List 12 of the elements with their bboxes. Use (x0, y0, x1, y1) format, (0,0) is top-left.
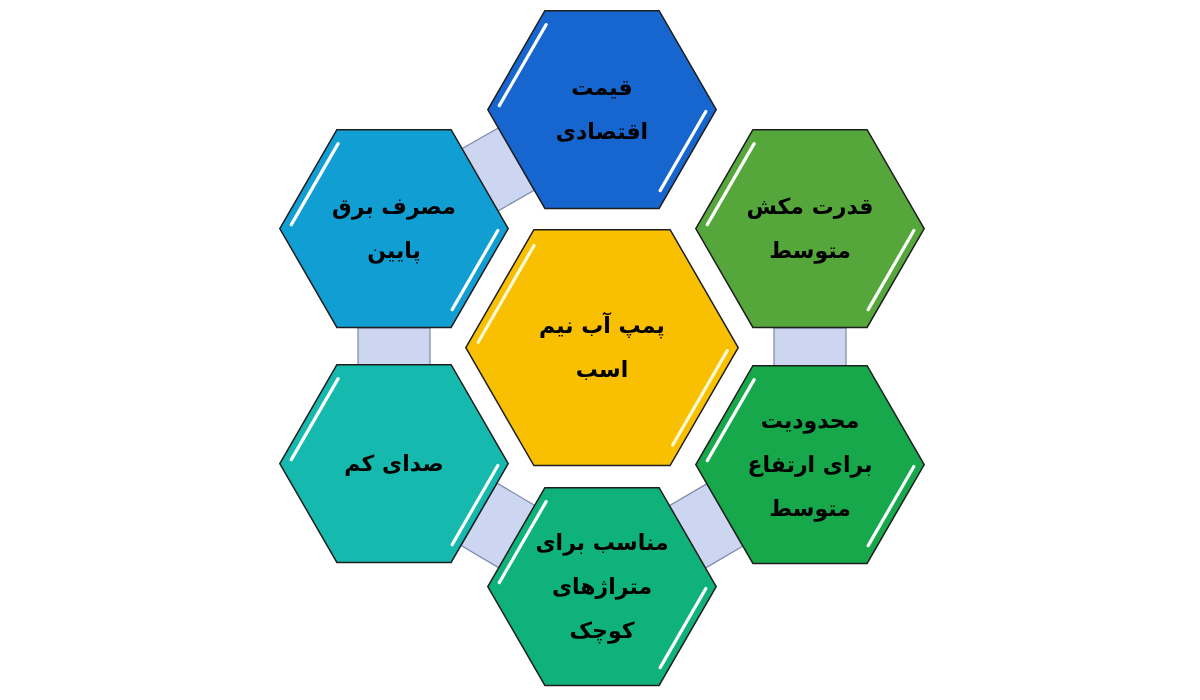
hexagon: صدای کم (279, 364, 509, 564)
connector-band (461, 127, 535, 212)
hexagon: قدرت مکش متوسط (695, 129, 925, 329)
connector-band (773, 327, 847, 367)
hexagon: محدودیت برای ارتفاع متوسط (695, 365, 925, 565)
hexagon: پمپ آب نیم اسب (465, 229, 739, 467)
hexagon: مصرف برق پایین (279, 129, 509, 329)
connector-band (668, 483, 744, 569)
hexagon: مناسب برای متراژهای کوچک (487, 487, 717, 687)
connector-band (357, 327, 431, 366)
hexagon: قیمت اقتصادی (487, 10, 717, 210)
connector-band (460, 482, 536, 569)
